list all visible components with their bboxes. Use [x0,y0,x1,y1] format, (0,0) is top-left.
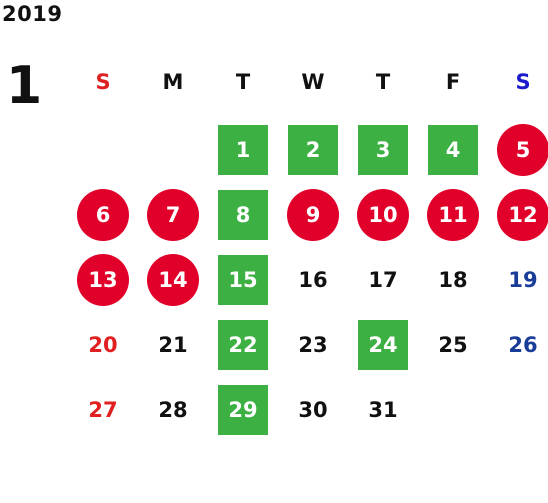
calendar-day-cell[interactable]: 18 [418,255,488,305]
calendar-day-number: 14 [147,254,199,306]
weekday-saturday: S [515,70,531,94]
calendar-day-number: 15 [218,255,268,305]
calendar-day-number: 11 [427,189,479,241]
calendar-day-number: 13 [77,254,129,306]
calendar-day-cell [138,125,208,175]
calendar-day-number: 30 [298,398,328,422]
calendar-day-number: 28 [158,398,188,422]
calendar-month: 1 [6,56,43,116]
calendar-day-cell[interactable]: 27 [68,385,138,435]
calendar-day-number: 7 [147,189,199,241]
calendar-day-number: 3 [358,125,408,175]
calendar-day-cell[interactable]: 19 [488,255,548,305]
calendar-day-cell[interactable]: 4 [418,125,488,175]
weekday-wednesday: W [301,70,325,94]
calendar-day-cell[interactable]: 29 [208,385,278,435]
calendar-day-number: 10 [357,189,409,241]
calendar-day-cell [488,385,548,435]
calendar-day-number: 20 [88,333,118,357]
calendar-day-number: 27 [88,398,118,422]
calendar-day-cell[interactable]: 23 [278,320,348,370]
calendar-day-cell[interactable]: 22 [208,320,278,370]
calendar-day-cell[interactable]: 3 [348,125,418,175]
calendar-day-cell[interactable]: 13 [68,254,138,306]
calendar-day-number: 2 [288,125,338,175]
calendar-day-number: 17 [368,268,398,292]
calendar-day-cell[interactable]: 28 [138,385,208,435]
calendar-day-number: 9 [287,189,339,241]
calendar-day-cell[interactable]: 31 [348,385,418,435]
calendar-day-cell[interactable]: 20 [68,320,138,370]
calendar-day-cell[interactable]: 16 [278,255,348,305]
calendar-year: 2019 [2,2,63,26]
weekday-header-row: S M T W T F S [68,64,548,100]
calendar-day-number: 12 [497,189,548,241]
calendar-day-number: 16 [298,268,328,292]
calendar-day-number: 1 [218,125,268,175]
calendar-day-cell[interactable]: 5 [488,124,548,176]
calendar-day-number: 6 [77,189,129,241]
calendar-day-cell[interactable]: 8 [208,190,278,240]
calendar-week-row: 13 14 15 16 17 18 19 [68,254,548,306]
calendar-day-number: 18 [438,268,468,292]
calendar-day-number: 31 [368,398,398,422]
calendar-day-number: 4 [428,125,478,175]
calendar-day-number: 19 [508,268,538,292]
calendar-day-cell[interactable]: 10 [348,189,418,241]
weekday-tuesday: T [235,70,251,94]
weekday-monday: M [162,70,184,94]
calendar-day-number: 24 [358,320,408,370]
calendar-day-number: 5 [497,124,548,176]
calendar-day-cell[interactable]: 26 [488,320,548,370]
calendar-day-number: 21 [158,333,188,357]
calendar-day-cell[interactable]: 25 [418,320,488,370]
calendar-day-number: 25 [438,333,468,357]
calendar-week-row: 20 21 22 23 24 25 26 [68,320,548,370]
calendar-day-cell[interactable]: 7 [138,189,208,241]
calendar-day-cell[interactable]: 12 [488,189,548,241]
weekday-friday: F [445,70,461,94]
weekday-sunday: S [95,70,111,94]
calendar-day-number: 8 [218,190,268,240]
calendar-day-cell [418,385,488,435]
calendar-day-cell [68,125,138,175]
calendar-day-cell[interactable]: 21 [138,320,208,370]
calendar-day-cell[interactable]: 11 [418,189,488,241]
calendar-day-number: 23 [298,333,328,357]
calendar-day-number: 22 [218,320,268,370]
calendar-day-cell[interactable]: 24 [348,320,418,370]
calendar-day-cell[interactable]: 6 [68,189,138,241]
calendar-day-cell[interactable]: 30 [278,385,348,435]
calendar-day-cell[interactable]: 9 [278,189,348,241]
calendar-day-cell[interactable]: 17 [348,255,418,305]
calendar-day-cell[interactable]: 2 [278,125,348,175]
calendar-day-number: 29 [218,385,268,435]
calendar-day-cell[interactable]: 1 [208,125,278,175]
weekday-thursday: T [375,70,391,94]
calendar-day-cell[interactable]: 15 [208,255,278,305]
calendar-day-cell[interactable]: 14 [138,254,208,306]
calendar-week-row: 27 28 29 30 31 [68,385,548,435]
calendar-day-number: 26 [508,333,538,357]
